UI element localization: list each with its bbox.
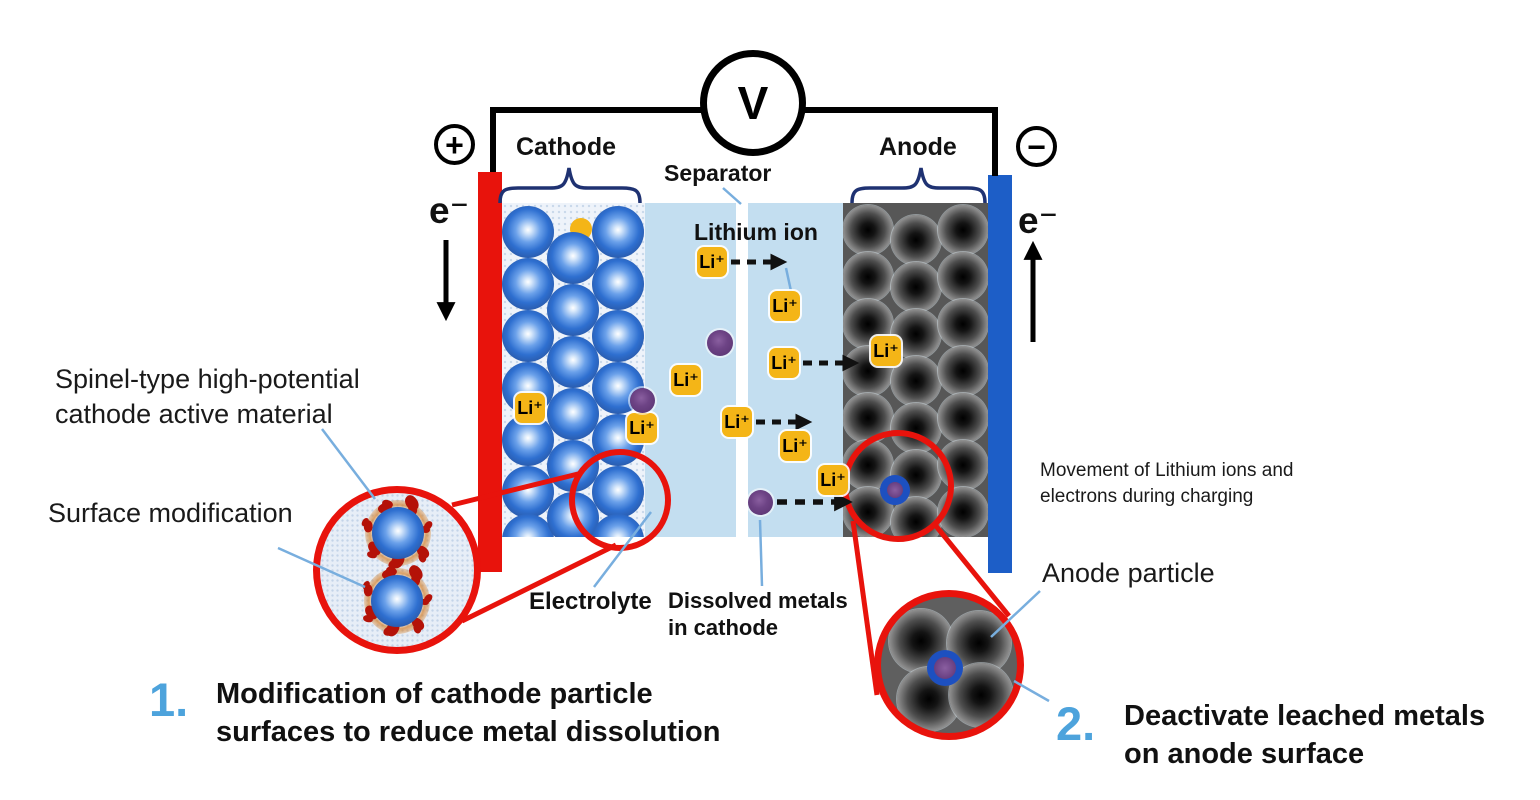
anode-magnifier-circle [874, 590, 1024, 740]
cathode-label: Cathode [516, 133, 616, 161]
cathode-particle [592, 514, 644, 537]
callout-2-line1: Deactivate leached metals [1124, 700, 1486, 732]
trapped-metal-on-anode [880, 475, 910, 505]
cathode-particle [592, 258, 644, 310]
spinel-label-line1: Spinel-type high-potential [55, 364, 360, 394]
negative-terminal-icon: − [1016, 126, 1057, 167]
anode-particle [891, 262, 941, 312]
dissolved-metal-particle [747, 489, 773, 515]
lithium-ion-badge: Li⁺ [627, 413, 657, 443]
anode-particle-label: Anode particle [1042, 558, 1215, 588]
positive-terminal-icon: + [434, 124, 475, 165]
lithium-ion-label: Lithium ion [694, 219, 818, 245]
voltmeter: V [700, 50, 806, 156]
surface-modification-label: Surface modification [48, 498, 293, 528]
cathode-region [502, 203, 645, 537]
callout-2-line2: on anode surface [1124, 738, 1365, 770]
callout-1-number: 1. [149, 673, 189, 726]
movement-note-line1: Movement of Lithium ions and [1040, 460, 1294, 481]
cathode-particle [547, 388, 599, 440]
dissolved-metal-particle [707, 330, 733, 356]
lithium-ion-badge: Li⁺ [770, 291, 800, 321]
anode-particle [938, 252, 988, 302]
spinel-label-line2: cathode active material [55, 399, 333, 429]
dissolved-metals-label-line2: in cathode [668, 615, 779, 640]
anode-brace [850, 167, 987, 204]
ion-motion-arrows [731, 253, 860, 512]
callout-1-line2: surfaces to reduce metal dissolution [216, 716, 721, 748]
anode-particle [891, 356, 941, 406]
cathode-magnifier-circle [313, 486, 481, 654]
anode-particle [938, 393, 988, 443]
cathode-particle [592, 206, 644, 258]
separator-membrane [736, 203, 748, 537]
lithium-ion-badge: Li⁺ [818, 465, 848, 495]
anode-particle [938, 299, 988, 349]
cathode-particle [592, 466, 644, 518]
callout-1-line1: Modification of cathode particle [216, 678, 653, 710]
circuit-wire [490, 107, 998, 176]
anode-particle [938, 205, 988, 255]
lithium-ion-badge: Li⁺ [722, 407, 752, 437]
callout-2-number: 2. [1056, 697, 1096, 750]
cathode-particle [547, 336, 599, 388]
anode-particle [938, 346, 988, 396]
cathode-particle [502, 206, 554, 258]
anode-highlight-circle [842, 430, 954, 542]
electrolyte-label: Electrolyte [529, 588, 652, 615]
lithium-ion-badge: Li⁺ [871, 336, 901, 366]
electron-label-left: e⁻ [429, 190, 470, 231]
metal-core [934, 657, 956, 679]
leader-lines [277, 187, 1050, 703]
dissolved-metal-particle [629, 387, 655, 413]
lithium-ion-badge: Li⁺ [697, 247, 727, 277]
cathode-highlight-circle [569, 449, 671, 551]
magnified-trapped-metal [927, 650, 963, 686]
magnified-cathode-particle [372, 507, 424, 559]
movement-note-line2: electrons during charging [1040, 486, 1254, 507]
cathode-particle [592, 310, 644, 362]
cathode-particle [502, 310, 554, 362]
anode-particle [843, 205, 893, 255]
lithium-ion-badge: Li⁺ [780, 431, 810, 461]
lithium-ion-badge: Li⁺ [671, 365, 701, 395]
electron-label-right: e⁻ [1018, 200, 1059, 241]
metal-core [887, 482, 903, 498]
lithium-ion-badge: Li⁺ [515, 393, 545, 423]
anode-particle [891, 215, 941, 265]
anode-current-collector [988, 175, 1012, 573]
anode-particle [843, 252, 893, 302]
magnified-cathode-particle [371, 575, 423, 627]
separator-label: Separator [664, 160, 772, 186]
anode-region [843, 203, 988, 537]
cathode-brace [498, 167, 642, 204]
voltmeter-label: V [737, 77, 769, 129]
cathode-particle [547, 232, 599, 284]
cathode-particle [502, 258, 554, 310]
dissolved-metals-label-line1: Dissolved metals [668, 588, 848, 613]
cathode-particle [547, 284, 599, 336]
lithium-ion-badge: Li⁺ [769, 348, 799, 378]
anode-label: Anode [879, 133, 957, 161]
cathode-particle [502, 514, 554, 537]
cathode-current-collector [478, 172, 502, 572]
